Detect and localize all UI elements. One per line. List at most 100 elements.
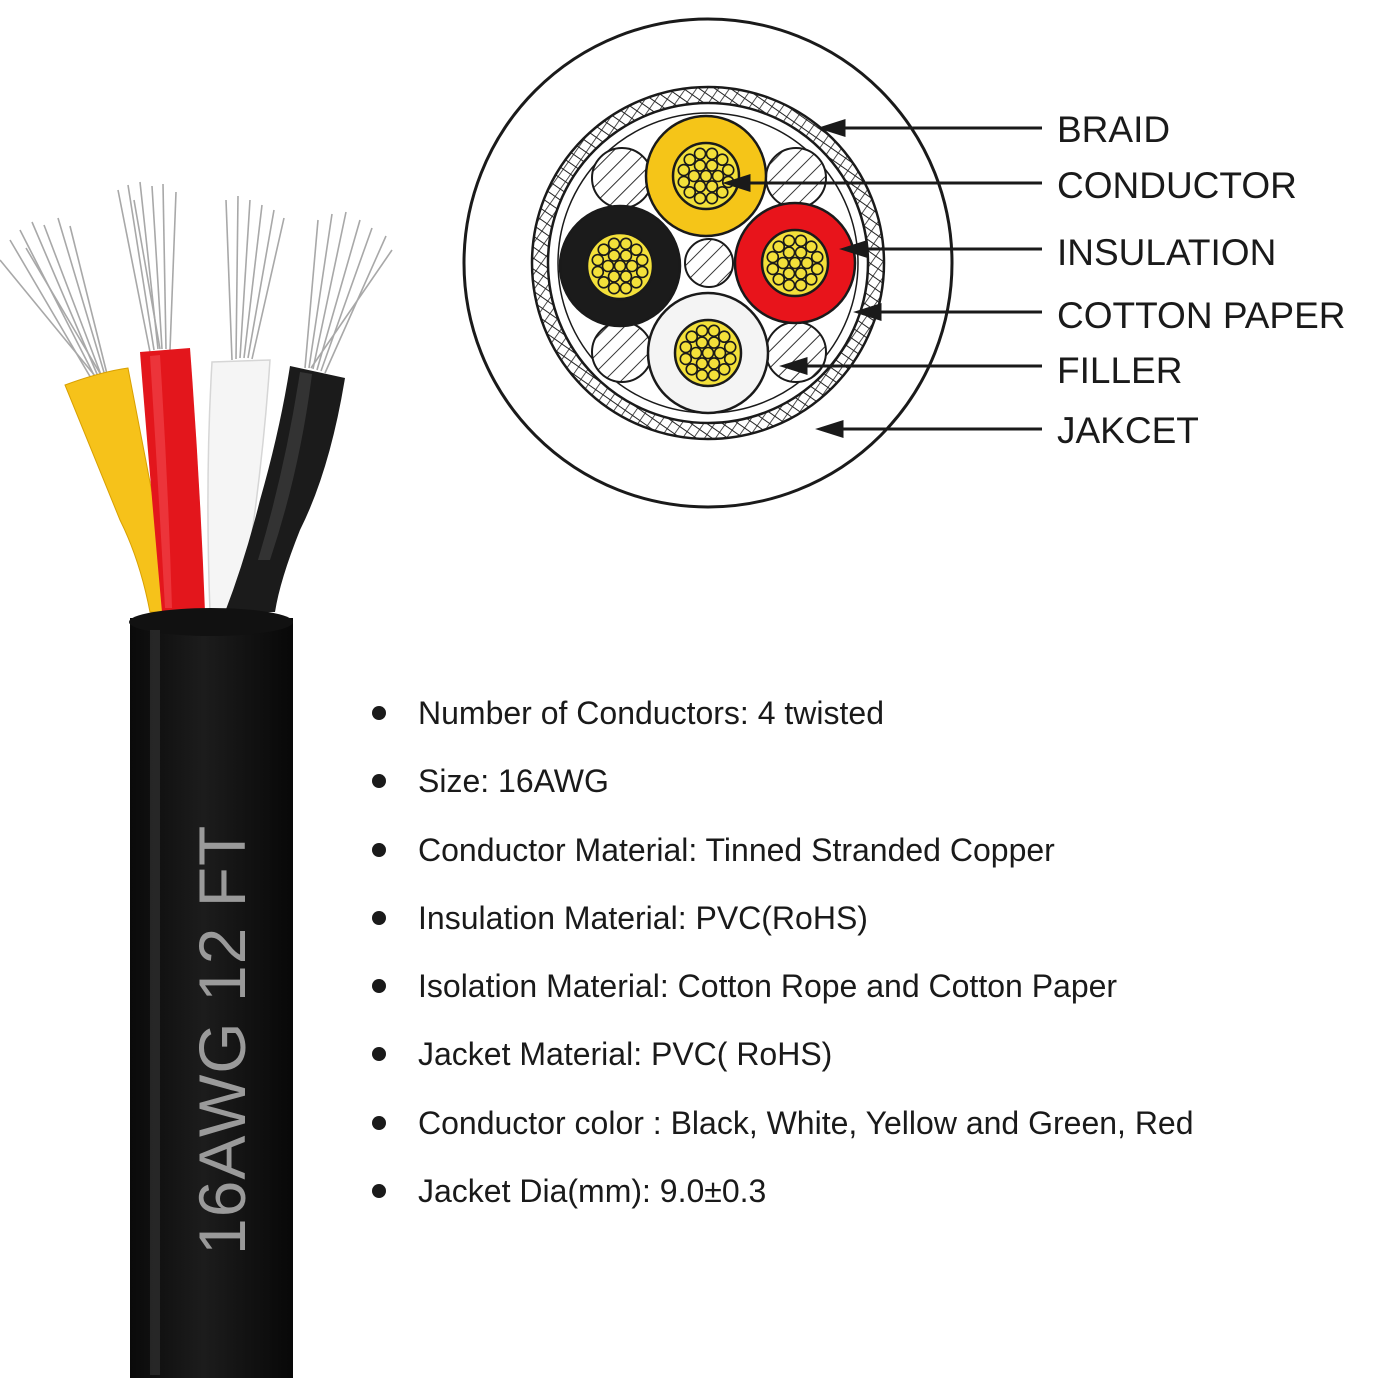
copper-strand (679, 352, 693, 366)
copper-strand (717, 362, 731, 376)
copper-strand (629, 275, 643, 289)
copper-strand (635, 265, 649, 279)
spec-item-jacket-material: Jacket Material: PVC( RoHS) (370, 1029, 1194, 1097)
copper-strand (613, 259, 627, 273)
copper-strand (597, 243, 611, 257)
black-wire-highlight (258, 372, 312, 560)
copper-strand (607, 270, 621, 283)
copper-strand (597, 275, 611, 289)
copper-strand (635, 253, 649, 267)
black-conductor (558, 204, 682, 328)
copper-strand (687, 169, 701, 183)
copper-strand (629, 243, 643, 257)
copper-strand (591, 265, 605, 279)
copper-strand (794, 278, 808, 292)
bullet (372, 706, 386, 720)
copper-strand (711, 169, 725, 183)
bullet (372, 1115, 386, 1130)
copper-strand (695, 324, 709, 338)
label-jacket: JAKCET (1057, 410, 1199, 451)
copper-strand (591, 253, 605, 267)
copper-core (585, 231, 655, 301)
copper-strand (619, 249, 633, 262)
copper-strand (689, 346, 703, 360)
spec-item-conductor-color: Conductor color : Black, White, Yellow a… (370, 1098, 1194, 1166)
cable-photo: 16AWG 12 FT (0, 181, 393, 1378)
copper-strand (782, 267, 796, 280)
red-wire-highlight (150, 355, 172, 608)
copper-core (760, 228, 830, 298)
filler (684, 238, 734, 288)
label-cotton-paper: COTTON PAPER (1057, 295, 1346, 336)
spec-list: Number of Conductors: 4 twisted Size: 16… (370, 688, 1194, 1234)
copper-strand (693, 147, 707, 161)
copper-core (671, 141, 741, 211)
red-wire-strands (117, 181, 177, 353)
filler (591, 147, 653, 209)
copper-strand (683, 153, 697, 167)
copper-strand (707, 336, 721, 349)
copper-strand (601, 259, 615, 273)
label-conductor: CONDUCTOR (1057, 165, 1297, 206)
copper-strand (707, 357, 721, 370)
copper-strand (766, 262, 780, 276)
copper-strand (705, 180, 719, 193)
copper-strand (715, 153, 729, 167)
yellow-wire-strands (0, 217, 109, 386)
black-wire-strands (304, 211, 393, 374)
copper-strand (705, 159, 719, 172)
cable-jacket-end (129, 608, 293, 636)
copper-strand (707, 324, 721, 338)
copper-strand (685, 330, 699, 344)
copper-strand (782, 234, 796, 248)
copper-strand (677, 163, 691, 177)
copper-strand (693, 180, 707, 193)
copper-strand (800, 256, 814, 270)
copper-strand (713, 346, 727, 360)
copper-strand (705, 191, 719, 205)
label-filler: FILLER (1057, 350, 1182, 391)
bullet (372, 774, 386, 789)
copper-strand (607, 237, 621, 251)
copper-strand (685, 362, 699, 376)
spec-item-isolation-material: Isolation Material: Cotton Rope and Cott… (370, 961, 1194, 1029)
copper-strand (607, 249, 621, 262)
copper-strand (695, 357, 709, 370)
bullet (372, 979, 386, 994)
bullet (372, 1047, 386, 1062)
copper-strand (705, 147, 719, 161)
copper-strand (782, 278, 796, 292)
bullet (372, 910, 386, 925)
copper-strand (772, 240, 786, 254)
filler (591, 321, 653, 383)
copper-strand (804, 240, 818, 254)
copper-strand (677, 175, 691, 189)
red-conductor (733, 201, 857, 325)
spec-item-insulation-material: Insulation Material: PVC(RoHS) (370, 893, 1194, 961)
copper-strand (794, 267, 808, 280)
cable-print: 16AWG 12 FT (185, 825, 259, 1255)
cross-section-diagram: BRAID CONDUCTOR INSULATION COTTON PAPER … (462, 17, 1346, 509)
copper-strand (693, 191, 707, 205)
copper-strand (695, 368, 709, 382)
copper-strand (723, 340, 737, 354)
copper-strand (782, 246, 796, 259)
white-wire-strands (225, 195, 285, 361)
copper-strand (701, 346, 715, 360)
copper-strand (721, 163, 735, 177)
spec-item-conductor-material: Conductor Material: Tinned Stranded Copp… (370, 825, 1194, 893)
white-conductor (646, 291, 770, 415)
spec-item-size: Size: 16AWG (370, 756, 1194, 824)
copper-strand (693, 159, 707, 172)
copper-strand (804, 272, 818, 286)
copper-strand (810, 250, 824, 264)
copper-strand (715, 185, 729, 199)
copper-strand (679, 340, 693, 354)
copper-strand (772, 272, 786, 286)
filler (765, 321, 827, 383)
copper-strand (683, 185, 697, 199)
spec-item-jacket-diameter: Jacket Dia(mm): 9.0±0.3 (370, 1166, 1194, 1234)
label-braid: BRAID (1057, 109, 1170, 150)
copper-strand (788, 256, 802, 270)
